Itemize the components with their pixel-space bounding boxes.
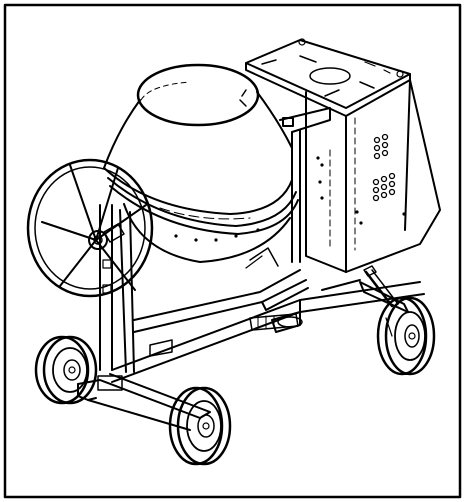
engine-housing bbox=[245, 38, 441, 273]
wheel-front-left bbox=[34, 335, 98, 405]
wheel-rear bbox=[376, 296, 436, 376]
mixer-frame bbox=[77, 204, 425, 431]
mixer-drum bbox=[103, 63, 299, 263]
wheel-front-right bbox=[168, 386, 232, 466]
tilt-handwheel bbox=[26, 158, 154, 298]
drum-opening bbox=[136, 63, 260, 127]
figure-border bbox=[3, 3, 462, 499]
drum-yoke bbox=[279, 107, 331, 263]
